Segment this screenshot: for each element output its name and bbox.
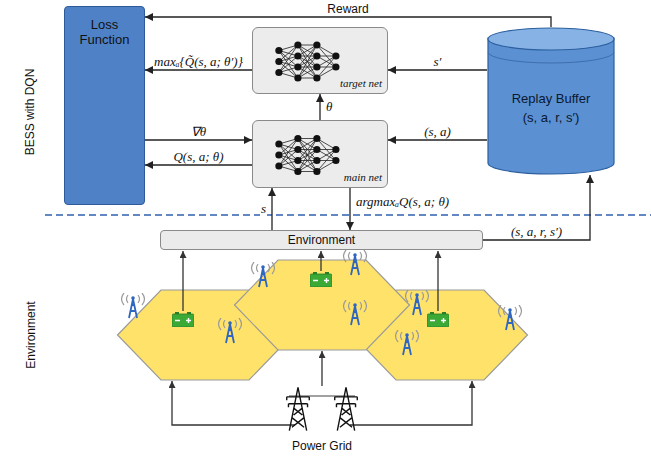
net-neuron [313,146,320,153]
net-neuron [275,58,282,65]
net-neuron [294,168,301,175]
pylon-symbol [335,387,358,430]
net-link [298,45,317,78]
edge-label: (s, a) [423,125,452,139]
connector-arrow [349,188,350,230]
grid-arrow [350,381,472,425]
cylinder-top [488,28,614,50]
edge-label: s [260,202,267,216]
connector-arrow [319,94,320,120]
grid-arrow [321,351,322,386]
battery-symbol [310,272,332,287]
cylinder-ring [488,52,614,63]
net-neuron [294,52,301,59]
supply-arrow [437,251,438,311]
antenna-symbol [406,290,429,315]
net-neuron [275,151,282,158]
edge-label: Q(s, a; θ) [172,150,224,164]
power-grid-label: Power Grid [292,439,352,453]
loss-function-box: Loss Function [64,6,145,205]
net-neuron [313,168,320,175]
net-neuron [275,162,282,169]
network-label: main net [338,171,382,183]
antenna-symbol [252,262,275,287]
supply-arrows [172,251,472,425]
antenna-symbols [122,250,522,355]
battery-symbol [427,312,449,327]
divider-line [45,214,651,216]
grid-arrow [172,381,295,425]
antenna-symbol [499,305,522,330]
net-link [298,45,317,78]
node-label: Environment [288,233,355,247]
supply-arrow [182,251,183,311]
net-neuron [313,52,320,59]
cylinder-body [488,38,614,174]
net-neuron [313,41,320,48]
node-label: (s, a, r, s′) [523,110,580,125]
connector-arrow [145,164,252,165]
connector-arrow [483,175,590,240]
net-neuron [313,63,320,70]
edge-label: s′ [433,55,443,69]
net-neuron [332,146,339,153]
net-neuron [313,157,320,164]
cell-hexagon [235,260,410,350]
net-neuron [294,157,301,164]
edge-label: argmaxₐQ(s, a; θ) [355,195,450,209]
net-neuron [313,74,320,81]
section-label: Environment [23,301,37,368]
connector-arrow [145,69,252,70]
edge-label: (s, a, r, s′) [510,225,563,239]
edge-label: maxₐ{Q̃(s, a; θ′)} [153,55,244,69]
net-neuron [332,157,339,164]
pylon-symbol [287,387,310,430]
connector-arrow [145,139,252,140]
net-neuron [275,69,282,76]
antenna-symbol [344,250,367,275]
net-link [298,139,317,172]
connector-arrow [388,139,487,140]
antenna-symbol [396,330,419,355]
power-grid-towers [287,387,358,430]
connector-arrow [145,17,551,27]
replay-buffer-cylinder: Replay Buffer (s, a, r, s′) [487,27,615,175]
net-link [298,139,317,172]
net-link [279,56,298,73]
supply-arrow [320,251,321,271]
edge-label: ∇θ [190,125,207,139]
net-neuron [294,41,301,48]
net-neuron [294,63,301,70]
node-label: Loss Function [68,17,141,47]
net-neuron [313,135,320,142]
section-label: BESS with DQN [23,69,37,156]
antenna-symbol [344,300,367,325]
net-neuron [294,146,301,153]
node-label: Replay Buffer [512,91,591,106]
net-neuron [332,63,339,70]
antenna-symbol [122,293,145,318]
environment-bar: Environment [160,230,483,250]
battery-symbol [172,312,194,327]
connector-arrow [388,69,487,70]
antenna-symbol [219,318,242,343]
edge-label: θ [325,100,333,114]
net-neuron [275,47,282,54]
net-neuron [294,74,301,81]
battery-symbols [172,272,449,327]
connector-arrow [271,188,272,230]
network-box: target net [252,27,388,94]
net-neuron [294,135,301,142]
network-box: main net [252,120,388,188]
network-label: target net [338,77,382,89]
net-neuron [332,52,339,59]
power-line [289,396,355,397]
net-neuron [275,140,282,147]
edge-label: Reward [326,2,369,16]
net-link [279,150,298,167]
